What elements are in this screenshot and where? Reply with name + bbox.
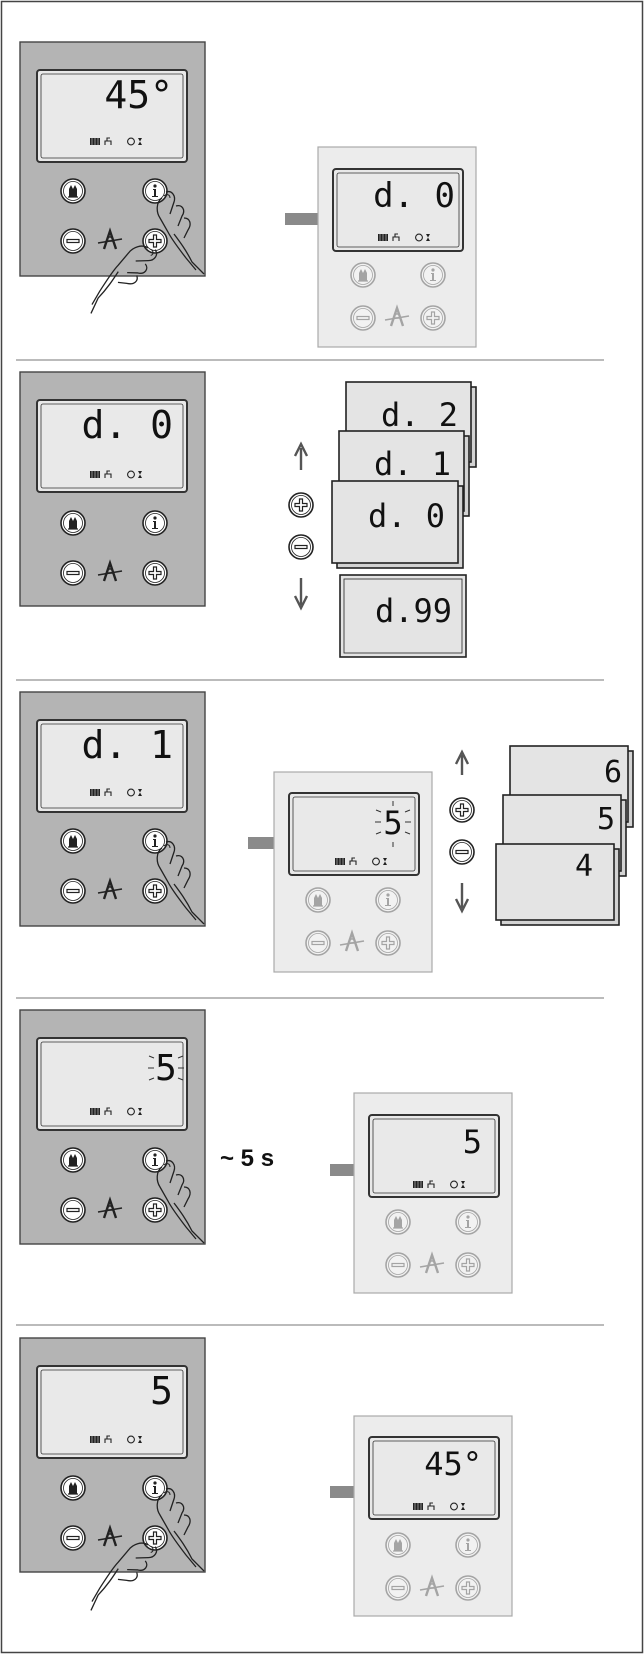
display-value: 5 xyxy=(155,1048,177,1089)
display-value: 5 xyxy=(383,804,402,842)
minus-button xyxy=(351,306,375,330)
control-panel-main: d. 1 xyxy=(20,692,205,926)
flame-button xyxy=(306,888,330,912)
step-5: 5 45° xyxy=(20,1338,512,1616)
display-value: d.99 xyxy=(375,592,452,630)
minus-button[interactable] xyxy=(61,229,85,253)
info-button xyxy=(456,1533,480,1557)
display-card: 4 xyxy=(496,844,619,925)
info-button[interactable] xyxy=(143,1148,167,1172)
arrow-down-icon xyxy=(295,578,307,608)
plus-button[interactable] xyxy=(143,1526,167,1550)
arrow-up-icon xyxy=(456,752,468,775)
display-value: d. 2 xyxy=(381,396,458,434)
display-card: d. 0 xyxy=(332,481,463,568)
control-panel-main: d. 0 xyxy=(20,372,205,606)
display-value: 5 xyxy=(597,802,615,837)
flame-button xyxy=(386,1533,410,1557)
display-value: 6 xyxy=(604,755,622,790)
display-card: d.99 xyxy=(340,575,466,657)
plus-button[interactable] xyxy=(450,798,474,822)
info-button[interactable] xyxy=(143,1476,167,1500)
plus-button xyxy=(376,931,400,955)
plus-button[interactable] xyxy=(143,561,167,585)
arrow-down-icon xyxy=(456,883,468,911)
info-button xyxy=(421,263,445,287)
control-panel-main: 5 xyxy=(20,1010,205,1244)
display-value: 4 xyxy=(575,849,593,884)
flame-button[interactable] xyxy=(61,829,85,853)
info-button[interactable] xyxy=(143,511,167,535)
plus-button[interactable] xyxy=(143,229,167,253)
plus-button xyxy=(456,1253,480,1277)
info-button xyxy=(376,888,400,912)
step-2: d. 0 d. 2 d. 1 xyxy=(20,372,476,657)
info-button xyxy=(456,1210,480,1234)
display-value: 45° xyxy=(424,1445,482,1483)
arrow-up-icon xyxy=(295,444,307,470)
control-panel-result: 45° xyxy=(354,1416,512,1616)
parameter-stack: d. 2 d. 1 d. 0 d.99 xyxy=(332,382,476,657)
display-value: 5 xyxy=(150,1369,173,1413)
display-value: d. 1 xyxy=(81,723,173,767)
minus-button[interactable] xyxy=(61,1198,85,1222)
minus-button xyxy=(386,1253,410,1277)
wait-duration-label: ~ 5 s xyxy=(220,1145,274,1172)
info-button[interactable] xyxy=(143,179,167,203)
display-value: d. 1 xyxy=(374,445,451,483)
plus-button xyxy=(456,1576,480,1600)
display-value: d. 0 xyxy=(368,497,445,535)
minus-button[interactable] xyxy=(450,840,474,864)
minus-button[interactable] xyxy=(61,561,85,585)
flame-button[interactable] xyxy=(61,1148,85,1172)
scroll-controls xyxy=(289,444,313,608)
flame-button[interactable] xyxy=(61,511,85,535)
minus-button[interactable] xyxy=(61,879,85,903)
flame-button xyxy=(386,1210,410,1234)
scroll-controls xyxy=(450,752,474,911)
minus-button[interactable] xyxy=(289,535,313,559)
flame-button xyxy=(351,263,375,287)
minus-button[interactable] xyxy=(61,1526,85,1550)
flame-button[interactable] xyxy=(61,179,85,203)
lcd-display: 45° xyxy=(37,70,187,162)
plus-button[interactable] xyxy=(143,879,167,903)
display-value: d. 0 xyxy=(81,403,173,447)
plus-button[interactable] xyxy=(289,493,313,517)
control-panel-result: 5 xyxy=(354,1093,512,1293)
step-4: 5 ~ 5 s 5 xyxy=(20,1010,512,1293)
info-button[interactable] xyxy=(143,829,167,853)
minus-button xyxy=(386,1576,410,1600)
control-panel-main: 45° xyxy=(20,42,205,313)
control-panel-result: d. 0 xyxy=(318,147,476,347)
flame-button[interactable] xyxy=(61,1476,85,1500)
value-stack: 6 5 4 xyxy=(496,746,633,925)
display-value: d. 0 xyxy=(373,176,455,216)
step-3: d. 1 5 xyxy=(20,692,633,972)
control-panel-main: 5 xyxy=(20,1338,205,1610)
plus-button xyxy=(421,306,445,330)
display-value: 5 xyxy=(463,1123,482,1161)
plus-button[interactable] xyxy=(143,1198,167,1222)
minus-button xyxy=(306,931,330,955)
step-1: 45° d. 0 xyxy=(20,42,476,347)
display-value: 45° xyxy=(104,73,173,117)
control-panel-result: 5 xyxy=(274,772,432,972)
